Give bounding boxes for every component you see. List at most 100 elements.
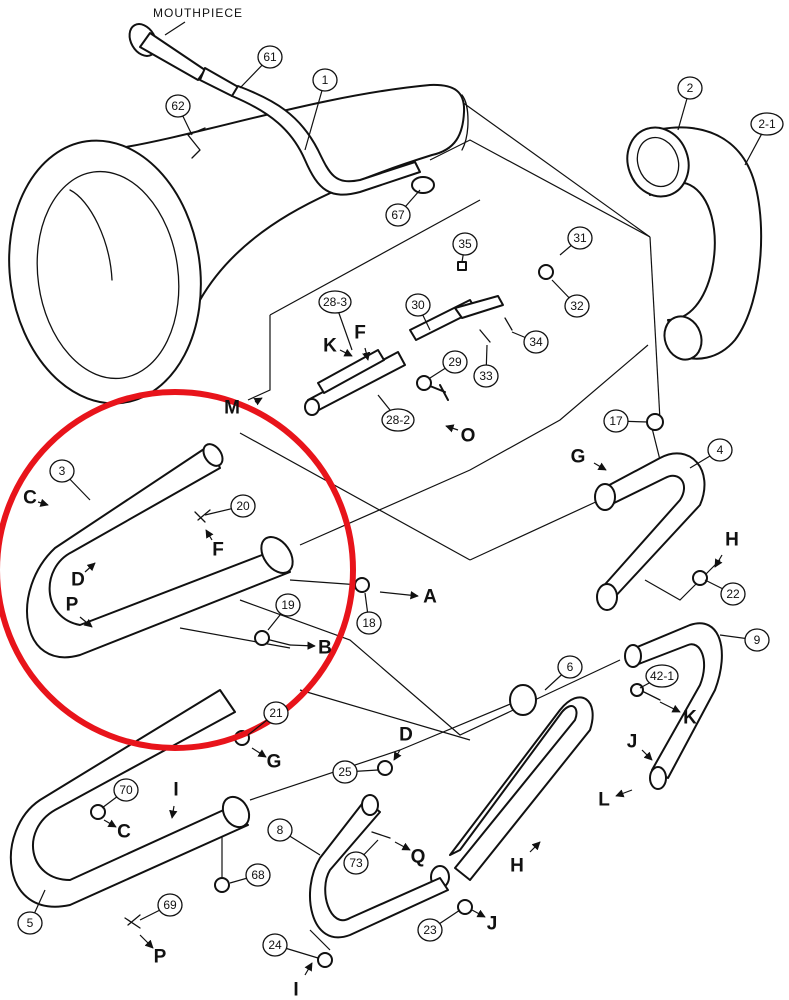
elbow-part-2 xyxy=(626,126,763,361)
callout: 33 xyxy=(473,344,499,388)
direction-arrow xyxy=(615,789,633,798)
direction-letter-label: I xyxy=(293,980,298,1000)
direction-letter: F xyxy=(354,323,371,361)
direction-letter-label: D xyxy=(71,570,85,591)
callout: 70 xyxy=(101,778,139,809)
direction-arrow xyxy=(641,749,653,761)
callout-label: 62 xyxy=(171,99,185,113)
direction-letter-label: O xyxy=(461,426,476,447)
callout: 30 xyxy=(405,293,431,331)
direction-letter: F xyxy=(205,529,224,561)
direction-letter-label: K xyxy=(683,708,697,729)
callout: 25 xyxy=(332,760,379,784)
callout-label: 28-3 xyxy=(323,295,347,309)
callout-label: 20 xyxy=(236,499,250,513)
callout-circle xyxy=(343,851,369,875)
direction-arrow xyxy=(103,819,117,828)
direction-letter: Q xyxy=(394,841,426,868)
direction-letter: A xyxy=(379,587,437,608)
bow-part-6 xyxy=(377,684,594,889)
callout-label: 68 xyxy=(251,868,265,882)
callout-label: 29 xyxy=(448,355,462,369)
callout-circle xyxy=(473,364,499,388)
callout-circle xyxy=(230,494,256,518)
callout: 2-1 xyxy=(744,112,784,166)
direction-letter: C xyxy=(103,819,131,843)
valve-cluster xyxy=(304,261,554,416)
callout-label: 30 xyxy=(411,298,425,312)
callout-label: 70 xyxy=(119,783,133,797)
callout-circle xyxy=(17,911,43,935)
direction-arrow xyxy=(393,749,402,761)
direction-arrow xyxy=(471,909,486,918)
callout-circle xyxy=(385,203,411,227)
direction-letter: I xyxy=(169,780,179,819)
callout-label: 2-1 xyxy=(758,117,776,131)
callout-circle xyxy=(567,226,593,250)
direction-letter: K xyxy=(659,701,697,729)
callout-circle xyxy=(332,760,358,784)
direction-letter-label: L xyxy=(598,790,610,811)
bow-part-8 xyxy=(309,794,473,968)
callout-label: 69 xyxy=(163,898,177,912)
callout: 34 xyxy=(511,330,549,354)
direction-letter-label: B xyxy=(318,638,332,659)
direction-arrow xyxy=(394,841,411,851)
callout: 17 xyxy=(603,409,649,433)
callout: 3 xyxy=(49,459,91,501)
direction-arrow xyxy=(379,591,419,600)
bow-part-5 xyxy=(9,689,251,929)
callout-label: 21 xyxy=(269,706,283,720)
callout-circle xyxy=(257,45,283,69)
callout-circle xyxy=(157,893,183,917)
direction-letter: K xyxy=(323,336,353,357)
direction-arrow xyxy=(304,962,313,976)
direction-letter-label: A xyxy=(423,587,437,608)
callout: 9 xyxy=(719,628,770,652)
callout-circle xyxy=(356,611,382,635)
mouthpiece-leadpipe xyxy=(128,23,435,196)
callout-circle xyxy=(49,459,75,483)
callout-circle xyxy=(744,628,770,652)
direction-letter: G xyxy=(571,447,607,471)
direction-arrow xyxy=(251,747,267,758)
callout-label: 24 xyxy=(268,938,282,952)
bow-part-4 xyxy=(594,413,708,611)
callout: 29 xyxy=(429,350,468,379)
direction-letter-label: H xyxy=(510,856,524,877)
callout-label: 17 xyxy=(609,414,623,428)
callout-circle xyxy=(275,593,301,617)
direction-letter-label: Q xyxy=(411,847,426,868)
callout-circle xyxy=(645,664,679,688)
callout: 42-1 xyxy=(639,664,679,689)
bell-part-1 xyxy=(8,83,469,405)
direction-letter: J xyxy=(471,909,497,935)
callout-label: 6 xyxy=(567,660,574,674)
highlight-circle xyxy=(0,389,356,751)
callout: 20 xyxy=(204,494,256,518)
callout: 2 xyxy=(677,76,703,131)
direction-arrow xyxy=(169,805,178,819)
callout: 61 xyxy=(239,45,283,89)
callout-label: 5 xyxy=(27,916,34,930)
callout-circle xyxy=(750,112,784,136)
callout: 24 xyxy=(262,933,319,959)
callout-label: 8 xyxy=(277,823,284,837)
callout: 18 xyxy=(356,592,382,635)
callout: 28-2 xyxy=(377,394,415,432)
callout: 67 xyxy=(385,189,421,227)
direction-arrow xyxy=(362,347,371,361)
callout-circle xyxy=(165,94,191,118)
callout: 8 xyxy=(267,818,321,856)
callout-label: 22 xyxy=(726,587,740,601)
direction-letter: P xyxy=(139,934,167,968)
callout: 35 xyxy=(452,232,478,263)
callout-label: 61 xyxy=(263,50,277,64)
callout: 22 xyxy=(704,579,746,606)
callout-circle xyxy=(564,294,590,318)
callout-label: 4 xyxy=(717,443,724,457)
callout-circle xyxy=(318,290,352,314)
direction-arrow xyxy=(205,529,214,541)
callout-label: 1 xyxy=(322,73,329,87)
